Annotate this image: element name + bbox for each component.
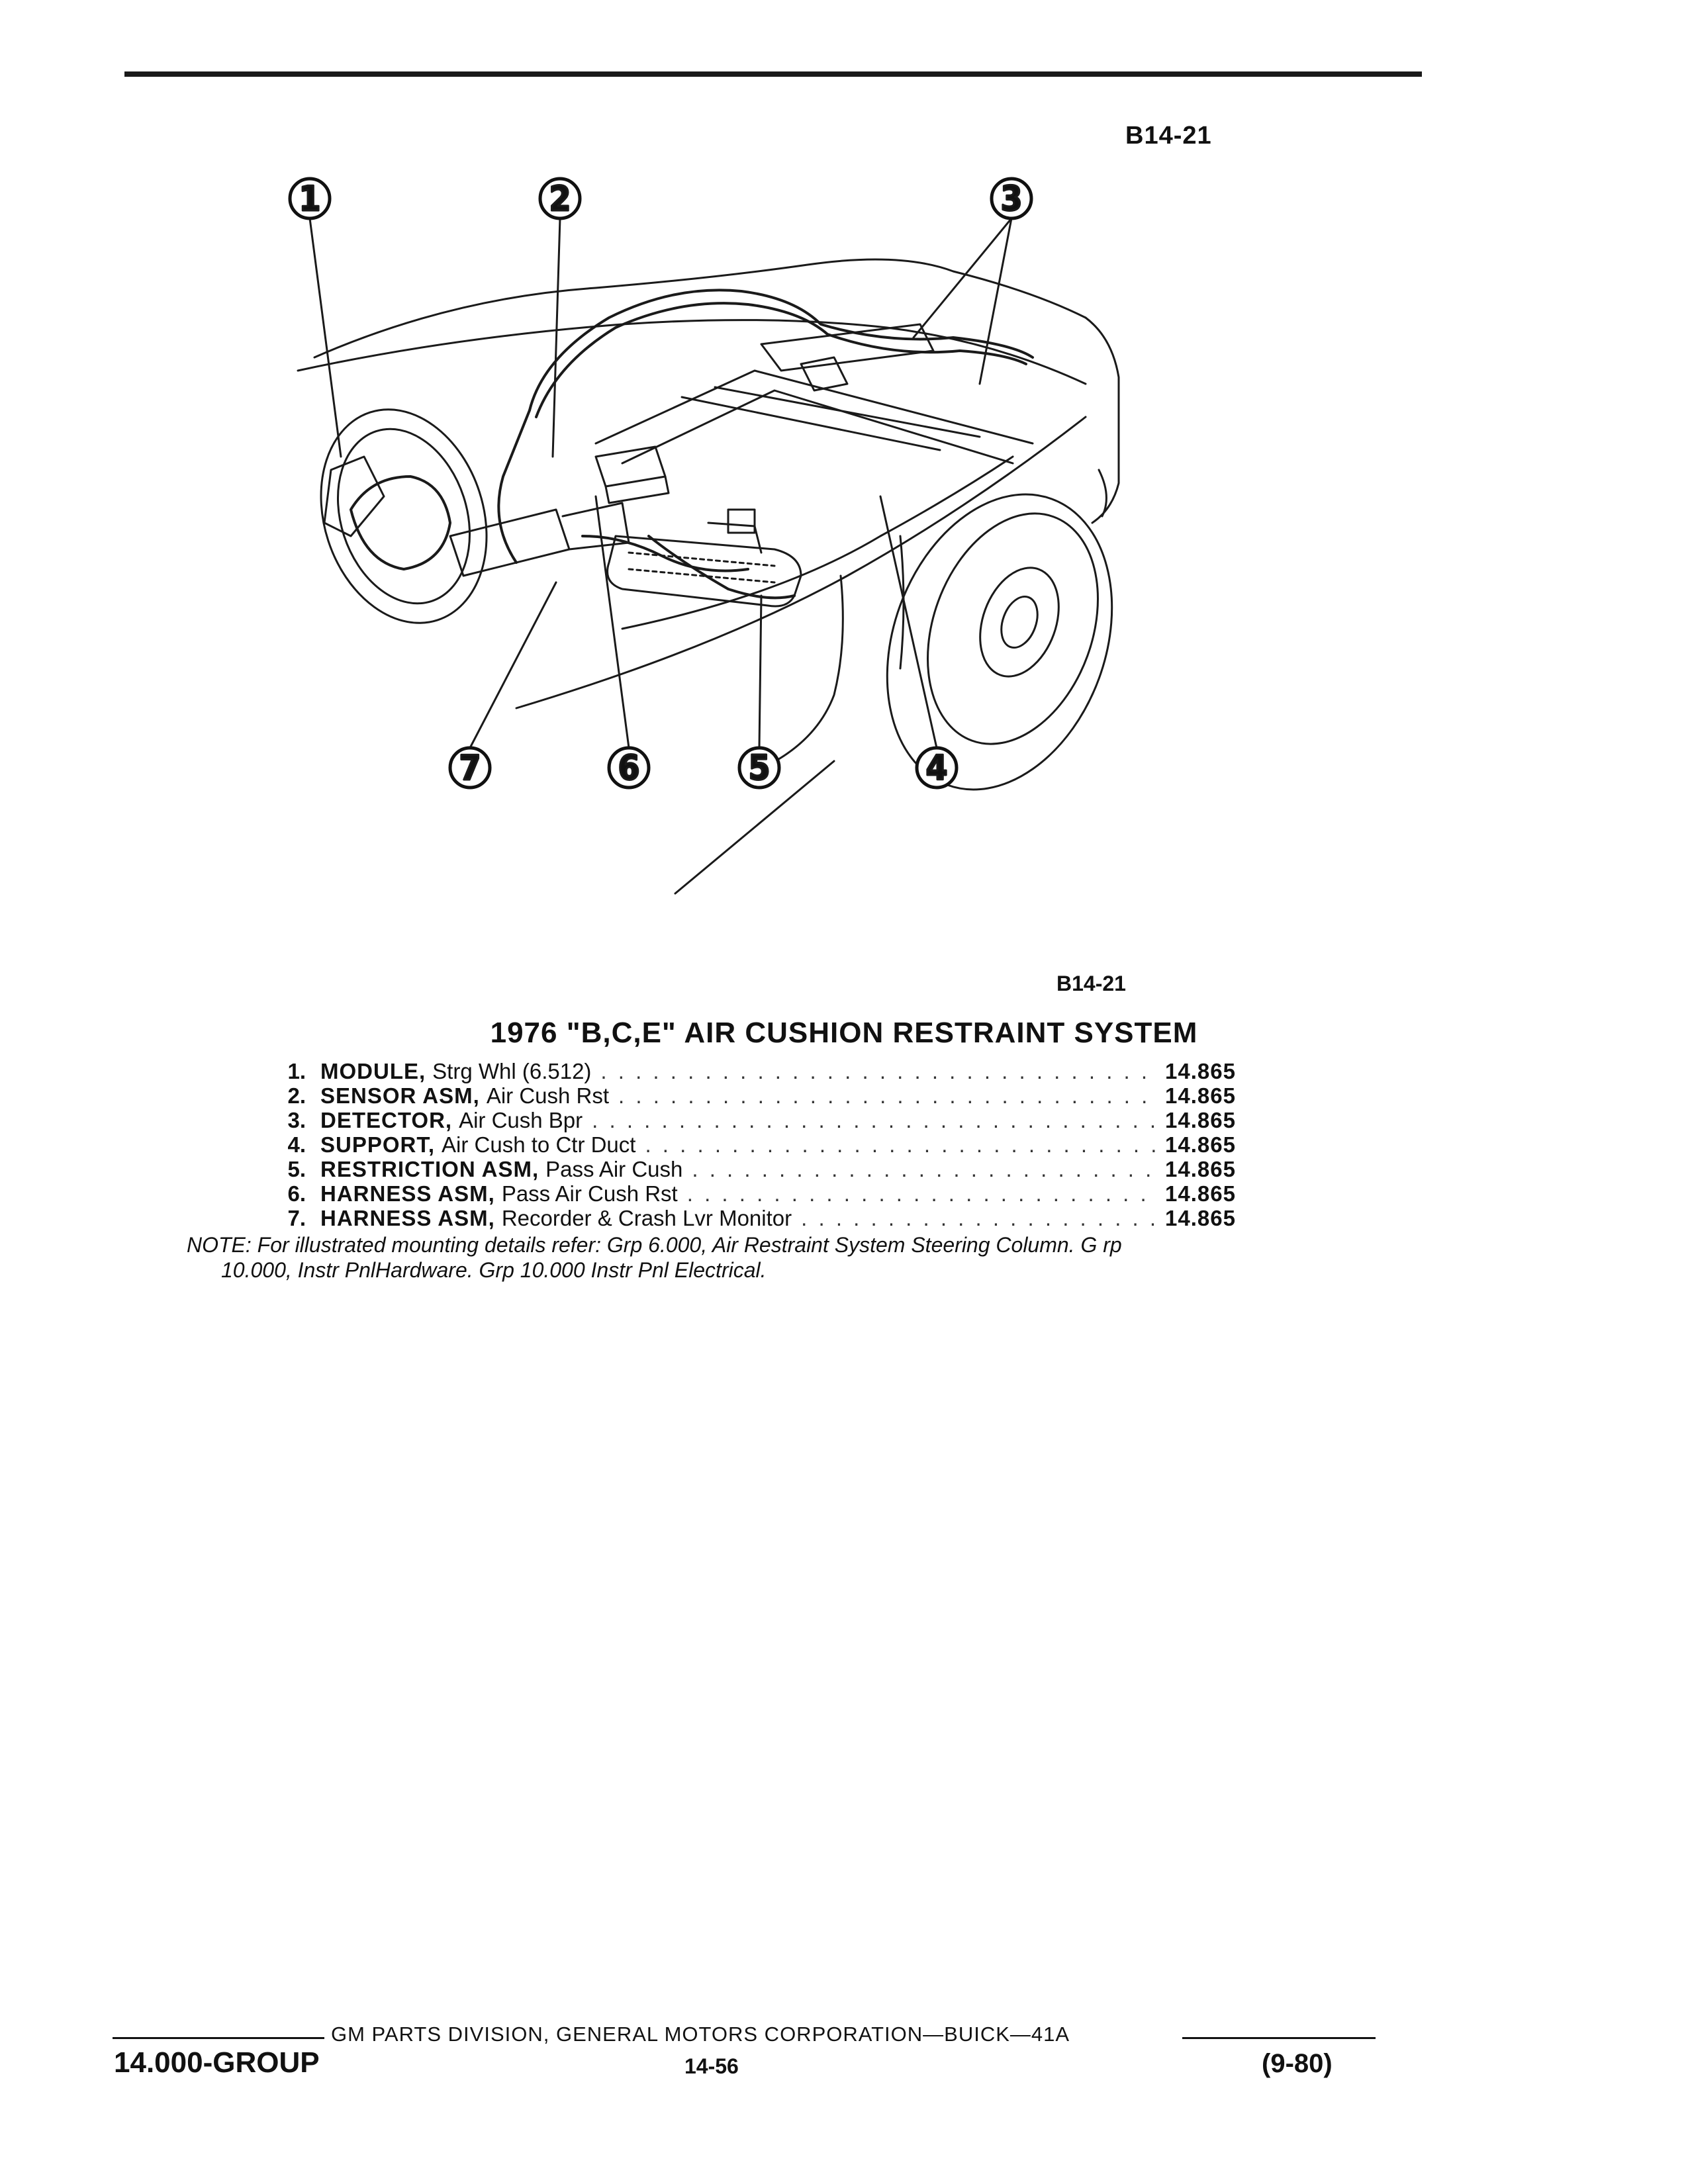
parts-list-row: 5. RESTRICTION ASM, Pass Air Cush . . . … — [252, 1157, 1258, 1181]
parts-list: 1. MODULE, Strg Whl (6.512) . . . . . . … — [252, 1059, 1258, 1230]
note-line-1: NOTE: For illustrated mounting details r… — [187, 1233, 1122, 1257]
part-group-code: 14.865 — [1165, 1181, 1236, 1206]
part-description: Strg Whl (6.512) — [432, 1059, 592, 1083]
leader-dots: . . . . . . . . . . . . . . . . . . . . … — [686, 1181, 1156, 1206]
footer-rule-right — [1182, 2037, 1376, 2039]
part-group-code: 14.865 — [1165, 1108, 1236, 1132]
part-number: 6. — [287, 1181, 306, 1206]
svg-text:1: 1 — [299, 179, 321, 219]
part-name: HARNESS ASM, — [320, 1181, 495, 1206]
figure-id-caption: B14-21 — [1056, 972, 1126, 995]
passenger-air-cushion — [606, 508, 802, 608]
part-name: SENSOR ASM, — [320, 1083, 480, 1108]
leader-lines — [308, 217, 1013, 749]
steering-column — [449, 502, 630, 577]
part-number: 2. — [287, 1083, 306, 1108]
leader-dots: . . . . . . . . . . . . . . . . . . . . … — [592, 1108, 1156, 1132]
callout-4: 4 — [915, 746, 959, 790]
svg-text:3: 3 — [1001, 179, 1023, 219]
svg-text:7: 7 — [459, 749, 481, 788]
part-group-code: 14.865 — [1165, 1132, 1236, 1157]
wiring-harness — [497, 289, 1034, 600]
part-description: Air Cush Bpr — [459, 1108, 583, 1132]
steering-wheel — [320, 408, 488, 624]
part-description: Recorder & Crash Lvr Monitor — [501, 1206, 792, 1230]
part-group-code: 14.865 — [1165, 1059, 1236, 1083]
part-name: RESTRICTION ASM, — [320, 1157, 539, 1181]
parts-list-row: 4. SUPPORT, Air Cush to Ctr Duct . . . .… — [252, 1132, 1258, 1157]
leader-dots: . . . . . . . . . . . . . . . . . . . . … — [600, 1059, 1156, 1083]
part-name: HARNESS ASM, — [320, 1206, 495, 1230]
parts-list-row: 2. SENSOR ASM, Air Cush Rst . . . . . . … — [252, 1083, 1258, 1108]
part-group-code: 14.865 — [1165, 1157, 1236, 1181]
part-description: Pass Air Cush Rst — [501, 1181, 678, 1206]
leader-dots: . . . . . . . . . . . . . . . . . . . . … — [692, 1157, 1156, 1181]
callout-6: 6 — [607, 746, 651, 790]
dashboard-outline — [297, 258, 1120, 524]
callout-2: 2 — [538, 177, 582, 220]
part-number: 5. — [287, 1157, 306, 1181]
part-description: Air Cush to Ctr Duct — [442, 1132, 636, 1157]
part-name: SUPPORT, — [320, 1132, 436, 1157]
callout-7: 7 — [448, 746, 492, 790]
footer-group: 14.000-GROUP — [114, 2046, 320, 2079]
ground-line — [674, 760, 835, 895]
wheel — [886, 493, 1113, 791]
part-number: 7. — [287, 1206, 306, 1230]
callout-5: 5 — [737, 746, 781, 790]
part-description: Air Cush Rst — [486, 1083, 610, 1108]
body-side-panel — [515, 416, 1087, 776]
footer-corporation: GM PARTS DIVISION, GENERAL MOTORS CORPOR… — [331, 2023, 1070, 2046]
leader-dots: . . . . . . . . . . . . . . . . . . . . … — [618, 1083, 1156, 1108]
top-rule — [124, 71, 1422, 77]
parts-list-row: 7. HARNESS ASM, Recorder & Crash Lvr Mon… — [252, 1206, 1258, 1230]
leader-dots: . . . . . . . . . . . . . . . . . . . . … — [801, 1206, 1156, 1230]
part-number: 3. — [287, 1108, 306, 1132]
page-number: 14-56 — [684, 2054, 739, 2078]
parts-list-row: 6. HARNESS ASM, Pass Air Cush Rst . . . … — [252, 1181, 1258, 1206]
part-number: 1. — [287, 1059, 306, 1083]
figure-id-header: B14-21 — [1125, 122, 1212, 150]
sensor-module-shape — [594, 445, 670, 504]
part-group-code: 14.865 — [1165, 1083, 1236, 1108]
part-description: Pass Air Cush — [545, 1157, 683, 1181]
parts-list-row: 3. DETECTOR, Air Cush Bpr . . . . . . . … — [252, 1108, 1258, 1132]
part-group-code: 14.865 — [1165, 1206, 1236, 1230]
callout-3: 3 — [990, 177, 1033, 220]
leader-dots: . . . . . . . . . . . . . . . . . . . . … — [645, 1132, 1156, 1157]
air-cushion-system-illustration: 1 2 3 7 6 5 4 — [288, 177, 1120, 895]
callout-1: 1 — [288, 177, 332, 220]
mounting-note: NOTE: For illustrated mounting details r… — [187, 1232, 1338, 1283]
section-title: 1976 "B,C,E" AIR CUSHION RESTRAINT SYSTE… — [490, 1017, 1198, 1049]
svg-text:5: 5 — [749, 749, 771, 788]
svg-text:6: 6 — [618, 749, 640, 788]
parts-list-row: 1. MODULE, Strg Whl (6.512) . . . . . . … — [252, 1059, 1258, 1083]
part-name: MODULE, — [320, 1059, 426, 1083]
revision-date: (9-80) — [1262, 2049, 1333, 2078]
part-name: DETECTOR, — [320, 1108, 453, 1132]
note-line-2: 10.000, Instr PnlHardware. Grp 10.000 In… — [221, 1258, 767, 1282]
svg-text:2: 2 — [549, 179, 571, 219]
part-number: 4. — [287, 1132, 306, 1157]
footer-rule-left — [113, 2037, 324, 2039]
svg-text:4: 4 — [926, 749, 948, 788]
floor-console — [594, 323, 1034, 465]
